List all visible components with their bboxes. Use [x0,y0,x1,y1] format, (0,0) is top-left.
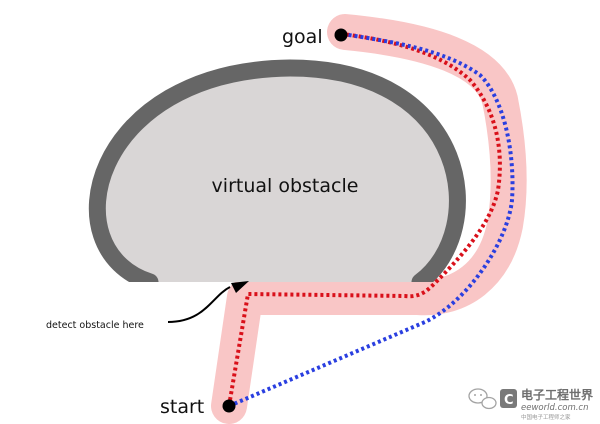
watermark-tagline: 中国电子工程师之家 [521,413,571,421]
path-corridor [211,14,527,424]
watermark: C 电子工程世界 eeworld.com.cn 中国电子工程师之家 [468,387,593,421]
actual-path [227,32,502,407]
start-point [222,399,236,413]
watermark-logo-letter: C [504,393,514,408]
watermark-site: eeworld.com.cn [521,403,588,413]
watermark-brand: 电子工程世界 [521,387,593,402]
goal-label: goal [282,26,323,48]
planned-path [228,32,515,408]
virtual-obstacle-region [97,68,458,282]
obstacle-wall [88,59,466,282]
annotation-arrow [167,286,231,323]
obstacle-label: virtual obstacle [212,175,359,197]
watermark-logo [500,389,517,408]
start-label: start [160,396,204,418]
annotation-arrowhead [231,281,249,293]
annotation-label: detect obstacle here [46,320,144,331]
goal-point [334,28,348,42]
wechat-icon [468,388,497,410]
